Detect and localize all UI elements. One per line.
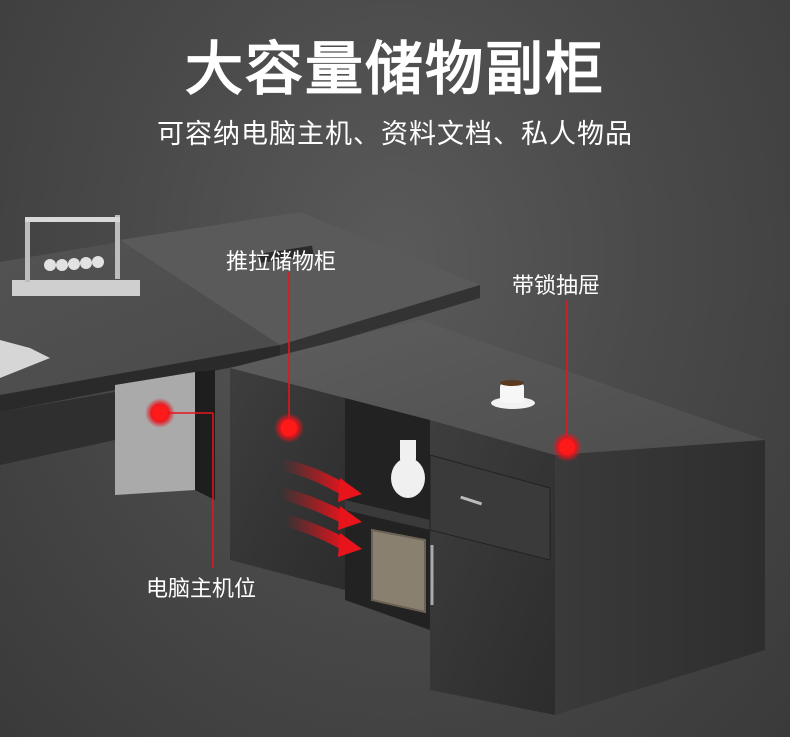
page-subtitle: 可容纳电脑主机、资料文档、私人物品	[157, 119, 633, 150]
coffee-cup	[491, 380, 535, 409]
storage-basket	[371, 528, 426, 614]
callout-sliding-cabinet: 推拉储物柜	[226, 250, 337, 275]
white-vase	[391, 440, 425, 498]
newtons-cradle-decor	[12, 215, 140, 296]
callout-locking-drawer: 带锁抽屉	[512, 274, 601, 299]
page-title: 大容量储物副柜	[184, 35, 605, 103]
laptop-decor	[0, 340, 50, 378]
pc-host-bay	[115, 370, 215, 500]
sliding-top-panel	[120, 212, 480, 358]
flow-arrows	[278, 459, 362, 557]
callout-markers	[145, 398, 582, 462]
callout-pc-host-bay: 电脑主机位	[146, 577, 257, 602]
callout-lines	[160, 272, 568, 568]
